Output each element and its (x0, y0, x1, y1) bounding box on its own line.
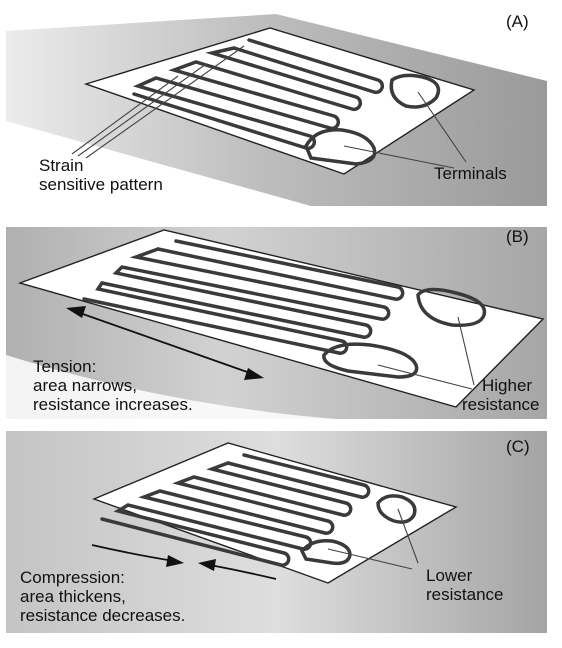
compression-label-line2: area thickens, (20, 587, 126, 606)
strain-sensitive-pattern (82, 239, 487, 379)
panel-a-drawing (6, 14, 547, 206)
strain-sensitive-pattern (132, 38, 441, 166)
gauge-foil (92, 442, 458, 584)
tension-label-line3: resistance increases. (33, 395, 193, 414)
panel-c-letter: (C) (506, 437, 530, 456)
terminal-pad-large (304, 128, 377, 166)
pattern-label-line2: sensitive pattern (39, 175, 163, 194)
pattern-leader-lines (71, 45, 245, 159)
compression-label-line1: Compression: (20, 568, 125, 587)
terminals-label: Terminals (434, 164, 507, 183)
resistance-leader-lines (377, 316, 475, 390)
panel-a-letter: (A) (506, 12, 529, 31)
panel-b-letter: (B) (506, 227, 529, 246)
pattern-label-line1: Strain (39, 156, 84, 175)
compression-arrows (91, 544, 277, 580)
strain-sensitive-pattern (100, 453, 417, 567)
terminal-pad-small (389, 73, 441, 109)
beam-edge-shading (6, 355, 336, 419)
compression-label-line3: resistance decreases. (20, 606, 186, 625)
terminal-pad-small (416, 287, 487, 328)
tension-arrow (66, 306, 264, 380)
panel-c-drawing (6, 428, 547, 633)
beam-edge-shading (6, 428, 246, 431)
higher-resistance-line2: resistance (462, 395, 540, 414)
terminal-pad-large (322, 342, 419, 379)
panel-a: (A) Strain sensitive pattern Terminals (6, 6, 547, 206)
lower-resistance-line2: resistance (426, 585, 504, 604)
resistance-leader-lines (327, 508, 419, 570)
terminal-leader-lines (343, 91, 467, 169)
higher-resistance-line1: Higher (482, 376, 533, 395)
terminal-pad-small (376, 494, 417, 524)
panel-c: (C) Compression: area thickens, resistan… (6, 425, 547, 633)
lower-resistance-line1: Lower (426, 566, 473, 585)
panel-b: (B) Tension: area narrows, resistance in… (6, 215, 547, 419)
terminal-pad-large (299, 538, 352, 566)
panel-b-drawing (6, 227, 547, 419)
tension-label-line1: Tension: (33, 357, 97, 376)
tension-label-line2: area narrows, (33, 376, 137, 395)
